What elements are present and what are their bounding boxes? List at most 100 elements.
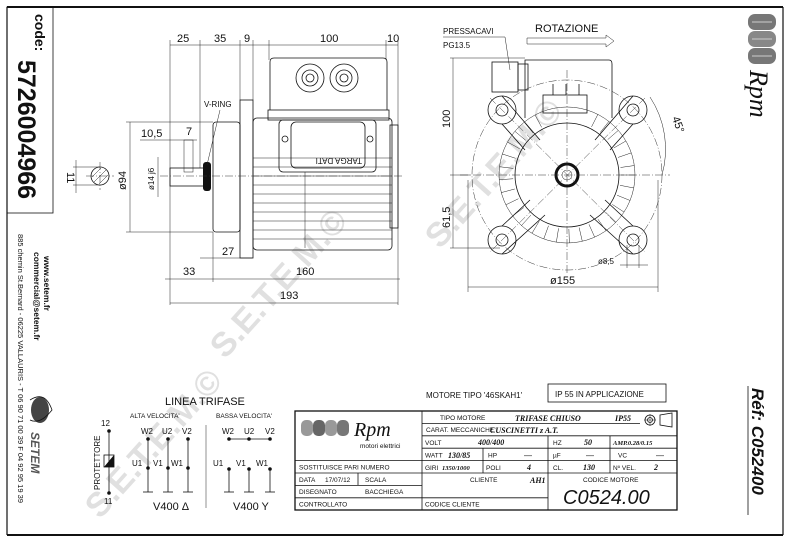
controllato-label: CONTROLLATO (299, 502, 347, 509)
radial-fins (499, 114, 635, 243)
scala-label: SCALA (365, 477, 387, 484)
mounting-feet (487, 95, 648, 255)
sheet-frame (6, 6, 784, 536)
cooling-fin (578, 227, 583, 242)
cl-label: CL. (553, 465, 563, 472)
terminal-11: 11 (104, 497, 113, 506)
cooling-fin (501, 188, 515, 193)
reference-code: Réf: C052400 (748, 388, 767, 495)
nameplate: TARGA DATI (278, 119, 377, 173)
shaft-key (183, 139, 194, 173)
gland-label: PRESSACAVI (443, 27, 494, 36)
star-label: V400 Y (233, 501, 270, 513)
nameplate-text: TARGA DATI (316, 156, 362, 165)
dim-35: 35 (214, 33, 226, 45)
disegnato-value: BACCHIEGA (365, 489, 404, 496)
rpm-brand: Rpm (744, 69, 773, 118)
nvel-label: Nº VEL. (613, 465, 636, 472)
terminal-box (267, 57, 390, 121)
sostituisce-label: SOSTITUISCE PARI NUMERO (299, 465, 390, 472)
vc-value: — (656, 451, 664, 460)
motor-body (252, 117, 393, 251)
star-w1: W1 (256, 459, 269, 468)
delta-w1: W1 (171, 459, 184, 468)
cooling-fin (502, 153, 516, 159)
watermark-text-2: S.E.T.E.M.© (203, 202, 355, 365)
dim-100-top: 100 (320, 33, 338, 45)
dim-d94: ø94 (117, 171, 129, 190)
high-speed-label: ALTA VELOCITA' (130, 413, 180, 420)
cooling-fin (543, 225, 549, 239)
dim-61-5: 61,5 (441, 207, 453, 228)
code-box (6, 6, 54, 214)
cooling-fin (512, 207, 525, 217)
tipo-motore-label: TIPO MOTORE (440, 415, 486, 422)
cooling-fin (612, 204, 625, 213)
cooling-fin (534, 114, 542, 128)
dim-10-5: 10,5 (141, 128, 162, 140)
cooling-fin (531, 221, 540, 234)
wiring-title: LINEA TRIFASE (165, 396, 245, 408)
cooling-fin (619, 185, 634, 189)
carat-value: CUSCINETTI z A.T. (490, 426, 558, 435)
address-text: 885 chemin St.Bernard - 06225 VALLAURIS … (16, 234, 25, 503)
flange (239, 99, 254, 259)
rotation-label: ROTAZIONE (535, 23, 598, 35)
codice-cliente-label: CODICE CLIENTE (425, 502, 480, 509)
side-view: 25 35 9 100 10 TARGA DATI (64, 33, 402, 305)
gland-size: PG13.5 (443, 41, 471, 50)
dim-10: 10 (387, 33, 399, 45)
cable-gland (491, 61, 519, 93)
terminal-block (542, 94, 588, 114)
setem-logo: SETEM (28, 396, 53, 474)
motor-type: MOTORE TIPO '46SKAH1' (426, 391, 523, 400)
contact-panel: www.setem.fr commercial@setem.fr 885 che… (16, 234, 53, 503)
vc-label: VC (618, 453, 627, 460)
cooling-fin (597, 219, 607, 231)
data-value: 17/07/12 (325, 477, 351, 484)
dim-193: 193 (280, 290, 298, 302)
codice-motore-value: C0524.00 (563, 487, 650, 509)
giri-label: GIRI (425, 465, 439, 472)
giri-value: 1350/1000 (442, 465, 471, 472)
codice-motore-label: CODICE MOTORE (583, 477, 639, 484)
title-block: Rpm motori elettrici SOSTITUISCE PARI NU… (294, 410, 678, 511)
hp-label: HP (488, 453, 497, 460)
delta-v2: V2 (182, 427, 192, 436)
cooling-fin (499, 178, 514, 180)
cooling-fin (591, 114, 599, 127)
cooling-fin (600, 121, 610, 133)
star-w2: W2 (222, 427, 235, 436)
code-panel: code: 5726004966 (12, 14, 48, 199)
watt-label: WATT (425, 453, 443, 460)
cl-value: 130 (583, 463, 595, 472)
delta-v1: V1 (153, 459, 163, 468)
code-value: 5726004966 (12, 60, 40, 199)
star-u1: U1 (213, 459, 224, 468)
tipo-motore-value: TRIFASE CHIUSO (515, 414, 581, 423)
cooling-fin (620, 165, 635, 168)
rpm-logo: Rpm motori elettrici (301, 419, 400, 450)
ip-value: IP55 (614, 414, 631, 423)
dim-d8-5: ø8,5 (598, 257, 615, 266)
rotation-arrow-icon (526, 34, 615, 48)
cooling-fin (588, 224, 595, 238)
cooling-fin (605, 212, 617, 223)
star-v1: V1 (236, 459, 246, 468)
cooling-fin (616, 194, 631, 201)
hz-label: HZ (553, 440, 562, 447)
cooling-fin (613, 140, 627, 149)
dim-27: 27 (222, 246, 234, 258)
code-label: code: (32, 14, 48, 51)
dim-d14: ø14 j6 (147, 167, 156, 190)
angle-45: 45° (669, 115, 686, 135)
delta-u1: U1 (132, 459, 143, 468)
delta-w2: W2 (141, 427, 154, 436)
protector-label: PROTETTORE (93, 435, 102, 490)
rpm-coil-logo (748, 14, 776, 64)
volt-label: VOLT (425, 440, 442, 447)
uf-label: µF (553, 453, 561, 460)
projection-symbol-icon (644, 412, 673, 428)
terminal-box-front (524, 59, 613, 118)
